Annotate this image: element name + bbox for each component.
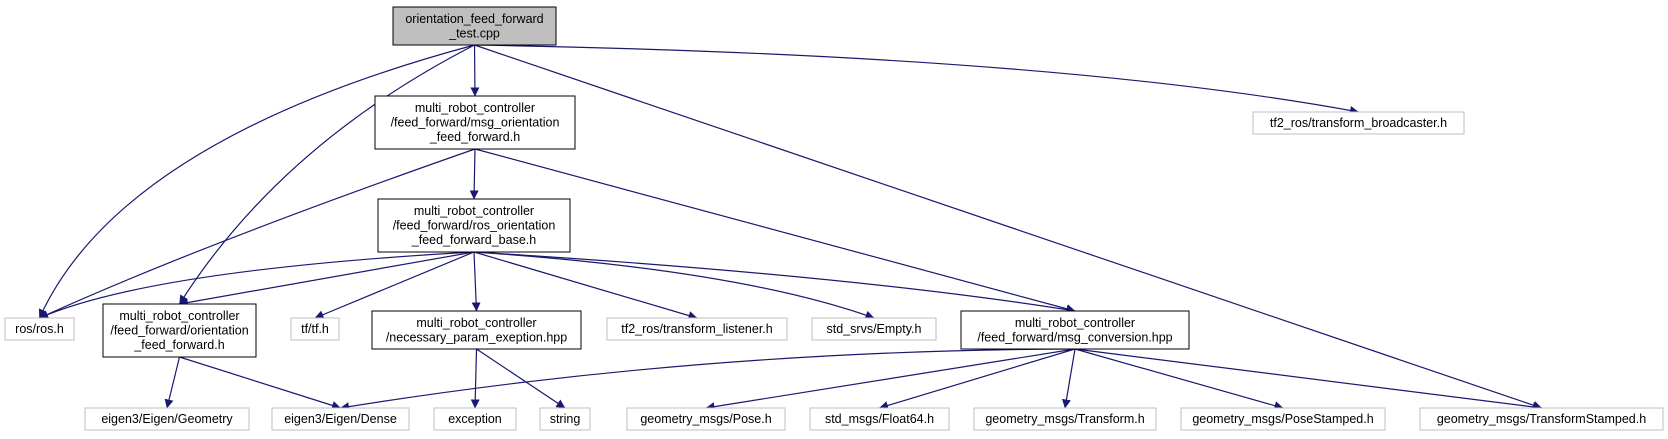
edge-root-to-tf2_broadcaster	[474, 44, 1359, 115]
edge-necessary-to-string	[476, 348, 566, 409]
nodes-layer: orientation_feed_forward_test.cpp multi_r…	[4, 6, 1664, 431]
node-label-std_float64-line-0: std_msgs/Float64.h	[825, 412, 934, 426]
node-label-msg_off-line-2: _feed_forward.h	[429, 130, 520, 144]
edge-msg_off-to-ros_off_base	[469, 148, 479, 200]
node-label-eigen_dense-line-0: eigen3/Eigen/Dense	[284, 412, 397, 426]
node-label-msg_conv-line-0: multi_robot_controller	[1015, 316, 1135, 330]
node-ros_h: ros/ros.h	[4, 317, 75, 341]
edge-msg_conv-to-gm_transform	[1061, 348, 1076, 409]
node-tf2_listener: tf2_ros/transform_listener.h	[606, 317, 788, 341]
edge-ros_off_base-to-necessary	[471, 251, 481, 312]
edge-msg_conv-to-std_float64	[879, 348, 1076, 410]
edge-msg_conv-to-eigen_dense	[340, 348, 1076, 412]
node-box-necessary	[371, 310, 582, 350]
node-label-off_h-line-2: _feed_forward.h	[133, 338, 224, 352]
node-label-off_h-line-0: multi_robot_controller	[119, 309, 239, 323]
node-label-ros_off_base-line-1: /feed_forward/ros_orientation	[393, 219, 556, 233]
node-label-ros_off_base-line-0: multi_robot_controller	[414, 204, 534, 218]
edge-ros_off_base-to-msg_conv	[473, 251, 1076, 315]
node-label-eigen_geom-line-0: eigen3/Eigen/Geometry	[101, 412, 233, 426]
edge-ros_off_base-to-std_srvs	[473, 251, 875, 320]
node-box-off_h	[102, 303, 257, 358]
node-eigen_dense: eigen3/Eigen/Dense	[271, 407, 410, 431]
node-eigen_geom: eigen3/Eigen/Geometry	[84, 407, 250, 431]
edge-root-to-msg_off	[470, 44, 480, 97]
node-gm_transformstamped: geometry_msgs/TransformStamped.h	[1419, 407, 1664, 431]
node-label-necessary-line-0: multi_robot_controller	[416, 316, 536, 330]
node-std_float64: std_msgs/Float64.h	[809, 407, 950, 431]
node-root[interactable]: orientation_feed_forward_test.cpp	[392, 6, 557, 46]
node-label-tf_h-line-0: tf/tf.h	[301, 322, 329, 336]
node-box-root	[392, 6, 557, 46]
node-label-exception-line-0: exception	[448, 412, 502, 426]
node-box-gm_pose	[626, 407, 786, 431]
node-label-msg_conv-line-1: /feed_forward/msg_conversion.hpp	[977, 330, 1172, 344]
node-exception: exception	[433, 407, 517, 431]
node-ros_off_base[interactable]: multi_robot_controller/feed_forward/ros_…	[377, 198, 571, 253]
edge-msg_conv-to-gm_pose	[705, 348, 1076, 412]
node-label-ros_off_base-line-2: _feed_forward_base.h	[411, 233, 536, 247]
node-label-gm_transform-line-0: geometry_msgs/Transform.h	[985, 412, 1144, 426]
node-label-std_srvs-line-0: std_srvs/Empty.h	[827, 322, 922, 336]
node-label-gm_posestamped-line-0: geometry_msgs/PoseStamped.h	[1192, 412, 1373, 426]
node-off_h[interactable]: multi_robot_controller/feed_forward/orie…	[102, 303, 257, 358]
node-msg_off[interactable]: multi_robot_controller/feed_forward/msg_…	[374, 95, 576, 150]
node-label-off_h-line-1: /feed_forward/orientation	[110, 324, 248, 338]
node-tf2_broadcaster: tf2_ros/transform_broadcaster.h	[1252, 111, 1465, 135]
node-label-ros_h-line-0: ros/ros.h	[15, 322, 64, 336]
edge-necessary-to-exception	[470, 348, 480, 409]
edge-root-to-gm_transformstamped	[474, 44, 1542, 410]
edge-msg_conv-to-gm_posestamped	[1074, 348, 1284, 410]
node-box-gm_transform	[973, 407, 1157, 431]
edge-ros_off_base-to-tf_h	[314, 251, 475, 319]
edge-msg_conv-to-gm_transformstamped	[1074, 348, 1542, 412]
node-box-eigen_geom	[84, 407, 250, 431]
node-label-tf2_listener-line-0: tf2_ros/transform_listener.h	[621, 322, 773, 336]
node-gm_pose: geometry_msgs/Pose.h	[626, 407, 786, 431]
node-tf_h: tf/tf.h	[290, 317, 340, 341]
node-string: string	[539, 407, 591, 431]
node-label-string-line-0: string	[550, 412, 581, 426]
edge-msg_off-to-ros_h	[39, 148, 476, 319]
node-box-msg_conv	[960, 310, 1190, 350]
edge-ros_off_base-to-tf2_listener	[473, 251, 698, 320]
node-label-tf2_broadcaster-line-0: tf2_ros/transform_broadcaster.h	[1270, 116, 1447, 130]
node-box-exception	[433, 407, 517, 431]
node-box-tf2_listener	[606, 317, 788, 341]
node-necessary[interactable]: multi_robot_controller/necessary_param_e…	[371, 310, 582, 350]
node-label-gm_transformstamped-line-0: geometry_msgs/TransformStamped.h	[1437, 412, 1646, 426]
node-label-msg_off-line-0: multi_robot_controller	[415, 101, 535, 115]
node-box-eigen_dense	[271, 407, 410, 431]
node-box-tf2_broadcaster	[1252, 111, 1465, 135]
node-box-msg_off	[374, 95, 576, 150]
node-label-root-line-1: _test.cpp	[448, 26, 500, 40]
node-box-gm_posestamped	[1180, 407, 1386, 431]
edge-ros_off_base-to-ros_h	[39, 251, 475, 319]
node-gm_posestamped: geometry_msgs/PoseStamped.h	[1180, 407, 1386, 431]
node-std_srvs: std_srvs/Empty.h	[811, 317, 937, 341]
node-box-ros_off_base	[377, 198, 571, 253]
node-box-std_float64	[809, 407, 950, 431]
node-label-necessary-line-1: /necessary_param_exeption.hpp	[386, 330, 567, 344]
edge-msg_off-to-msg_conv	[474, 148, 1076, 314]
node-box-string	[539, 407, 591, 431]
node-label-msg_off-line-1: /feed_forward/msg_orientation	[391, 116, 560, 130]
edge-ros_off_base-to-off_h	[179, 251, 475, 307]
node-gm_transform: geometry_msgs/Transform.h	[973, 407, 1157, 431]
node-msg_conv[interactable]: multi_robot_controller/feed_forward/msg_…	[960, 310, 1190, 350]
node-box-gm_transformstamped	[1419, 407, 1664, 431]
node-box-ros_h	[4, 317, 75, 341]
edge-off_h-to-eigen_geom	[164, 356, 181, 409]
edge-root-to-ros_h	[38, 44, 475, 319]
node-box-tf_h	[290, 317, 340, 341]
node-label-gm_pose-line-0: geometry_msgs/Pose.h	[640, 412, 771, 426]
edge-off_h-to-eigen_dense	[179, 356, 341, 410]
node-box-std_srvs	[811, 317, 937, 341]
edges-layer	[38, 44, 1542, 412]
edge-root-to-off_h	[178, 44, 475, 305]
node-label-root-line-0: orientation_feed_forward	[405, 12, 543, 26]
